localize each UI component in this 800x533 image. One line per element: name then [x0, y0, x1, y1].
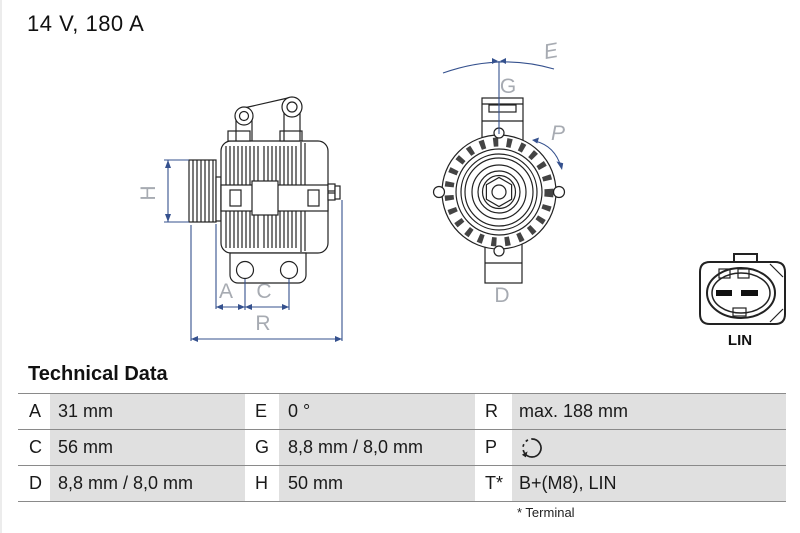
product-rating: 14 V, 180 A: [27, 11, 145, 36]
lug-hole: [552, 185, 566, 199]
technical-data-section: Technical Data A 31 mm E 0 ° R max. 188 …: [18, 362, 786, 520]
alternator-side-view: H A C R: [137, 96, 343, 342]
spec-value: 8,8 mm / 8,0 mm: [50, 466, 245, 501]
key-slot: [718, 268, 731, 279]
dim-label-h: H: [137, 185, 160, 200]
dim-label-d: D: [494, 284, 509, 307]
spec-key: T*: [475, 466, 512, 501]
key-slot: [732, 307, 747, 317]
terminal-footnote: * Terminal: [517, 505, 575, 520]
spec-key: G: [245, 430, 279, 465]
dim-label-g: G: [500, 75, 516, 98]
dim-label-r: R: [255, 312, 270, 335]
spec-key: C: [18, 430, 50, 465]
side-view-dimensions: H A C R: [137, 159, 343, 342]
spec-value: 31 mm: [50, 394, 245, 429]
table-row: A 31 mm E 0 ° R max. 188 mm: [18, 393, 786, 429]
shaft-hex-nut: [485, 176, 513, 208]
dim-label-c: C: [256, 280, 271, 303]
spec-value: B+(M8), LIN: [512, 466, 786, 501]
technical-drawing: H A C R: [137, 39, 786, 349]
alternator-front-view: E G P D: [432, 39, 566, 307]
dim-label-p: P: [551, 122, 565, 145]
lug-hole: [432, 185, 446, 199]
connector-label: LIN: [728, 332, 752, 349]
section-title: Technical Data: [28, 363, 168, 385]
spec-key: A: [18, 394, 50, 429]
mount-hole: [235, 260, 255, 280]
spec-key: E: [245, 394, 279, 429]
b-plus-terminal: [327, 183, 341, 201]
table-row: C 56 mm G 8,8 mm / 8,0 mm P: [18, 429, 786, 465]
shaft: [215, 176, 222, 222]
lug-link: [245, 96, 291, 109]
mount-hole: [279, 260, 299, 280]
spec-key: D: [18, 466, 50, 501]
key-slot: [737, 268, 750, 279]
lug-hole: [493, 245, 505, 257]
table-row: D 8,8 mm / 8,0 mm H 50 mm T* B+(M8), LIN: [18, 465, 786, 501]
spec-value: 8,8 mm / 8,0 mm: [279, 430, 475, 465]
spec-key: P: [475, 430, 512, 465]
spec-value: max. 188 mm: [512, 394, 786, 429]
rotation-direction-icon: [521, 437, 542, 458]
technical-data-table: A 31 mm E 0 ° R max. 188 mm C 56 mm G 8,…: [18, 393, 786, 502]
lin-connector-diagram: LIN: [699, 253, 786, 349]
connector-pin: [741, 290, 758, 296]
dim-label-a: A: [219, 280, 233, 303]
dim-label-e: E: [542, 39, 561, 64]
spec-key: R: [475, 394, 512, 429]
spec-value: 50 mm: [279, 466, 475, 501]
spec-key: H: [245, 466, 279, 501]
connector-pin: [716, 290, 732, 296]
spec-value: 0 °: [279, 394, 475, 429]
vent-slots: [444, 137, 554, 247]
spec-value: 56 mm: [50, 430, 245, 465]
spec-value-rotation: [512, 430, 786, 465]
front-view-dimensions: E G P D: [442, 39, 565, 307]
